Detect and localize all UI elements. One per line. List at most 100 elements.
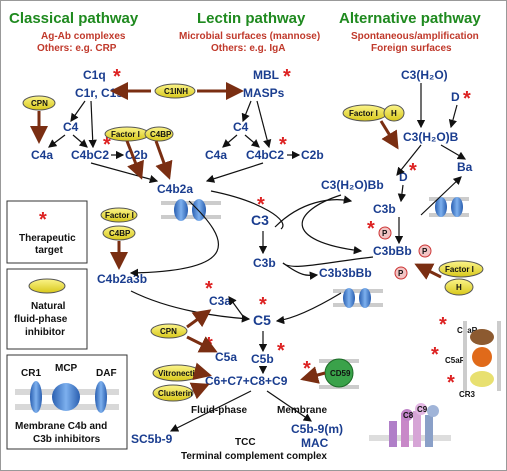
alternative-pathway-header: Alternative pathway <box>339 10 481 27</box>
factor-i-label-4: Factor I <box>445 265 474 274</box>
factor-h-label-1: H <box>391 109 397 118</box>
properdin-icon-3 <box>394 266 408 280</box>
mac-pore-complex <box>369 403 451 447</box>
star-c4bc2-classical: * <box>103 134 111 156</box>
factor-i-inhibitor-2 <box>100 207 138 223</box>
node-c3a: C3a <box>209 294 231 308</box>
node-c3h2o: C3(H₂O) <box>401 68 448 82</box>
c3ar-label: C3aR <box>457 326 478 335</box>
legend-membrane-label-2: C3b inhibitors <box>33 434 101 445</box>
star-c5ar: * <box>431 344 439 366</box>
c4bp-inhibitor-2 <box>102 225 136 241</box>
classical-trigger-2: Others: e.g. CRP <box>37 43 117 54</box>
classical-trigger-1: Ag-Ab complexes <box>41 31 126 42</box>
inhibition-arrows <box>30 82 442 400</box>
cd59-label: CD59 <box>330 369 351 378</box>
factor-h-inhibitor-2 <box>444 278 474 296</box>
legend-mcp-label: MCP <box>55 363 78 374</box>
node-c4b2a3b: C4b2a3b <box>97 272 147 286</box>
node-c4a-lectin: C4a <box>205 148 227 162</box>
classical-pathway-header: Classical pathway <box>9 10 139 27</box>
star-c3a: * <box>205 278 213 300</box>
terminal-complex-label: Terminal complement complex <box>181 451 327 462</box>
legend-membrane-icon <box>15 381 119 413</box>
membrane-protein-c3b3bbb <box>333 288 383 308</box>
node-c2b-classical: C2b <box>125 148 148 162</box>
legend-inhibitor-label-2: fluid-phase <box>14 314 68 325</box>
node-c3b3bbbp: C3b3bBb <box>319 266 372 280</box>
clusterin-label: Clusterin <box>158 389 193 398</box>
c1inh-label: C1INH <box>164 87 188 96</box>
legend-membrane-label-1: Membrane C4b and <box>15 421 107 432</box>
star-c3ar: * <box>439 314 447 336</box>
node-c1q: C1q <box>83 68 106 82</box>
node-c4a-classical: C4a <box>31 148 53 162</box>
pathway-arrows <box>48 83 467 432</box>
star-d-1: * <box>463 88 471 110</box>
node-d-2: D <box>399 170 408 184</box>
node-c4-lectin: C4 <box>233 120 249 134</box>
alternative-trigger-1: Spontaneous/amplification <box>351 31 479 42</box>
node-c6-c9: C6+C7+C8+C9 <box>205 374 288 388</box>
factor-i-label-1: Factor I <box>111 130 140 139</box>
c4bp-label-2: C4BP <box>109 229 131 238</box>
legend-daf-label: DAF <box>96 368 117 379</box>
star-c5: * <box>259 294 267 316</box>
legend-inhibitor-label-3: inhibitor <box>25 327 65 338</box>
node-c3b-central: C3b <box>253 256 276 270</box>
factor-i-label-3: Factor I <box>349 109 378 118</box>
node-c4-classical: C4 <box>63 120 79 134</box>
lectin-trigger-2: Others: e.g. IgA <box>211 43 285 54</box>
node-c3b-alt: C3b <box>373 202 396 216</box>
properdin-label-3: P <box>398 269 404 278</box>
properdin-icon-2 <box>418 244 432 258</box>
fluid-phase-label: Fluid-phase <box>191 405 248 416</box>
star-mbl: * <box>283 66 291 88</box>
node-c5a: C5a <box>215 350 237 364</box>
node-mbl: MBL <box>253 68 279 82</box>
vitronectin-label: Vitronectin <box>158 369 200 378</box>
cpn-inhibitor-top <box>22 95 56 111</box>
legend-inhibitor-icon <box>28 278 66 294</box>
node-c4b2a: C4b2a <box>157 182 193 196</box>
node-sc5b9: SC5b-9 <box>131 432 173 446</box>
alternative-trigger-2: Foreign surfaces <box>371 43 452 54</box>
cpn-label-top: CPN <box>31 99 48 108</box>
lectin-pathway-header: Lectin pathway <box>197 10 306 27</box>
c5ar-label: C5aR <box>445 356 466 365</box>
node-c3h2obb: C3(H₂O)Bb <box>321 178 384 192</box>
node-c5b9m: C5b-9(m) <box>291 422 343 436</box>
star-c5b: * <box>277 340 285 362</box>
node-mac: MAC <box>301 436 329 450</box>
legend-therapeutic-box <box>6 200 88 264</box>
c8-label: C8 <box>403 411 414 420</box>
properdin-label-1: P <box>382 229 388 238</box>
membrane-label: Membrane <box>277 405 327 416</box>
node-c4bc2-lectin: C4bC2 <box>246 148 284 162</box>
c4bp-label-1: C4BP <box>150 130 172 139</box>
lectin-trigger-1: Microbial surfaces (mannose) <box>179 31 320 42</box>
star-c4bc2-lectin: * <box>279 134 287 156</box>
c4bp-inhibitor-1 <box>144 126 174 142</box>
star-c1q: * <box>113 66 121 88</box>
tcc-label: TCC <box>235 437 256 448</box>
node-d-1: D <box>451 90 460 104</box>
node-c2b-lectin: C2b <box>301 148 324 162</box>
c9-label: C9 <box>417 405 428 414</box>
node-c1r-c1s: C1r, C1s <box>75 86 123 100</box>
cr3-label: CR3 <box>459 390 476 399</box>
legend-inhibitor-label-1: Natural <box>31 301 66 312</box>
star-cr3: * <box>447 372 455 394</box>
properdin-label-2: P <box>422 247 428 256</box>
factor-h-inhibitor-1 <box>383 104 405 122</box>
node-c3: C3 <box>251 212 269 228</box>
factor-h-label-2: H <box>456 283 462 292</box>
star-p-1: * <box>367 218 375 240</box>
star-d-2: * <box>409 160 417 182</box>
legend-star-icon: * <box>39 209 47 231</box>
node-c3h2ob: C3(H₂O)B <box>403 130 459 144</box>
cpn-label-bottom: CPN <box>160 327 177 336</box>
node-c3bbbp: C3bBb <box>373 244 412 258</box>
